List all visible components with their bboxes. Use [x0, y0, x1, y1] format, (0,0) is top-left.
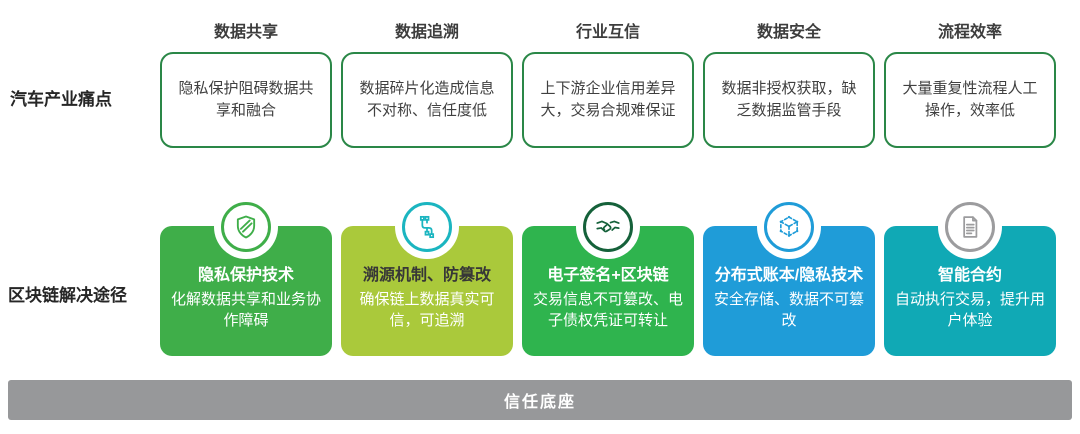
- pain-point-text: 数据非授权获取，缺乏数据监管手段: [721, 80, 857, 119]
- solution-body: 化解数据共享和业务协作障碍: [170, 291, 321, 329]
- column-data-tracing: 数据追溯 数据碎片化造成信息不对称、信任度低: [341, 18, 513, 356]
- icon-disc: [395, 195, 459, 259]
- solution-box: 分布式账本/隐私技术 安全存储、数据不可篡改: [703, 195, 875, 356]
- icon-disc: [757, 195, 821, 259]
- icon-disc: [576, 195, 640, 259]
- pain-point-box: 上下游企业信用差异大，交易合规难保证: [522, 52, 694, 148]
- column-header: 流程效率: [937, 24, 1002, 41]
- pain-point-box: 大量重复性流程人工操作，效率低: [884, 52, 1056, 148]
- solution-box: 智能合约 自动执行交易，提升用户体验: [884, 195, 1056, 356]
- column-header: 数据安全: [756, 24, 821, 41]
- column-data-sharing: 数据共享 隐私保护阻碍数据共享和融合 隐私保护技术 化解数据共享和业务协作障碍: [160, 18, 332, 356]
- solution-title: 电子签名+区块链: [547, 267, 669, 284]
- trace-circuit-icon: [402, 202, 452, 252]
- solution-box: 电子签名+区块链 交易信息不可篡改、电子债权凭证可转让: [522, 195, 694, 356]
- row-label-blockchain-solutions: 区块链解决途径: [8, 286, 127, 305]
- icon-disc: [938, 195, 1002, 259]
- pain-point-box: 数据非授权获取，缺乏数据监管手段: [703, 52, 875, 148]
- pain-point-text: 大量重复性流程人工操作，效率低: [902, 80, 1038, 119]
- solution-title: 分布式账本/隐私技术: [714, 267, 864, 284]
- columns-grid: 数据共享 隐私保护阻碍数据共享和融合 隐私保护技术 化解数据共享和业务协作障碍: [160, 18, 1056, 356]
- solution-body: 安全存储、数据不可篡改: [713, 291, 864, 329]
- handshake-icon: [583, 202, 633, 252]
- solution-title: 隐私保护技术: [197, 267, 294, 284]
- solution-title: 溯源机制、防篡改: [362, 267, 491, 284]
- solution-box: 隐私保护技术 化解数据共享和业务协作障碍: [160, 195, 332, 356]
- pain-point-text: 隐私保护阻碍数据共享和融合: [178, 80, 314, 119]
- cube-wireframe-icon: [764, 202, 814, 252]
- solution-body: 自动执行交易，提升用户体验: [894, 291, 1045, 329]
- pain-point-box: 数据碎片化造成信息不对称、信任度低: [341, 52, 513, 148]
- solution-body: 确保链上数据真实可信，可追溯: [359, 291, 495, 329]
- solution-box: 溯源机制、防篡改 确保链上数据真实可信，可追溯: [341, 195, 513, 356]
- column-process-efficiency: 流程效率 大量重复性流程人工操作，效率低 智能合约 自动执行交易，提升用户体验: [884, 18, 1056, 356]
- row-label-pain-points: 汽车产业痛点: [10, 90, 112, 109]
- trust-base-bar: 信任底座: [8, 380, 1072, 420]
- solution-body: 交易信息不可篡改、电子债权凭证可转让: [532, 291, 683, 329]
- document-icon: [945, 202, 995, 252]
- pain-point-text: 数据碎片化造成信息不对称、信任度低: [359, 80, 495, 119]
- pain-point-box: 隐私保护阻碍数据共享和融合: [160, 52, 332, 148]
- pain-point-text: 上下游企业信用差异大，交易合规难保证: [540, 80, 676, 119]
- column-header: 行业互信: [575, 24, 640, 41]
- column-industry-trust: 行业互信 上下游企业信用差异大，交易合规难保证: [522, 18, 694, 356]
- column-header: 数据共享: [213, 24, 278, 41]
- column-header: 数据追溯: [394, 24, 459, 41]
- icon-disc: [214, 195, 278, 259]
- shield-icon: [221, 202, 271, 252]
- column-data-security: 数据安全 数据非授权获取，缺乏数据监管手段: [703, 18, 875, 356]
- solution-title: 智能合约: [937, 267, 1002, 284]
